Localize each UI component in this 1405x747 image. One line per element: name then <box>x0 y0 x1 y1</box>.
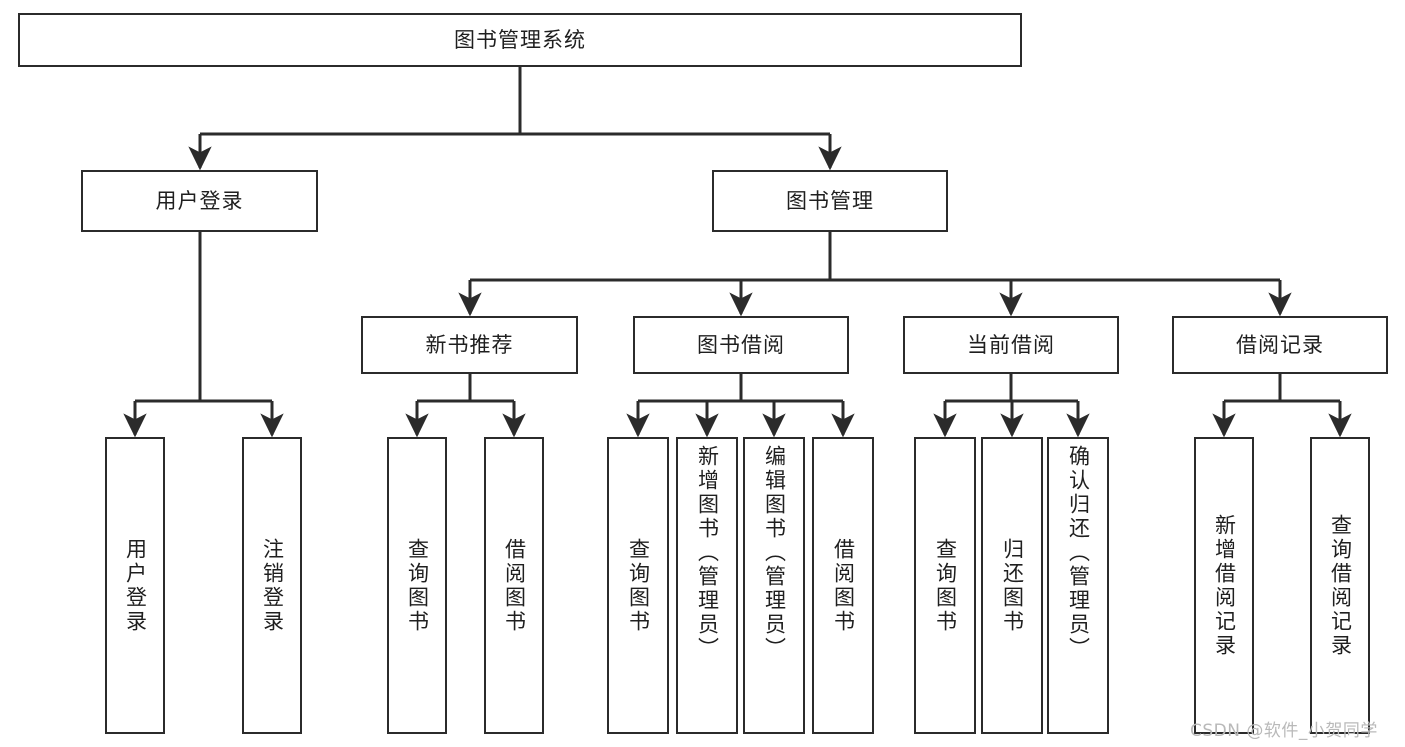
node-label: 当前借阅 <box>967 332 1055 357</box>
node-newbook[interactable]: 新书推荐 <box>361 316 578 374</box>
node-l-confirm[interactable]: 确认归还（管理员） <box>1047 437 1109 734</box>
node-label: 编辑图书（管理员） <box>762 445 787 661</box>
node-label: 查询借阅记录 <box>1328 513 1353 658</box>
node-label: 确认归还（管理员） <box>1066 445 1091 661</box>
node-label: 借阅图书 <box>502 537 527 634</box>
node-borrow[interactable]: 图书借阅 <box>633 316 849 374</box>
node-l-add[interactable]: 新增图书（管理员） <box>676 437 738 734</box>
node-label: 借阅记录 <box>1236 332 1324 357</box>
node-label: 新增借阅记录 <box>1212 513 1237 658</box>
node-label: 新增图书（管理员） <box>695 445 720 661</box>
node-l-query2[interactable]: 查询图书 <box>607 437 669 734</box>
node-label: 用户登录 <box>155 188 244 213</box>
node-records[interactable]: 借阅记录 <box>1172 316 1388 374</box>
node-label: 新书推荐 <box>425 332 514 357</box>
node-l-queryrec[interactable]: 查询借阅记录 <box>1310 437 1370 734</box>
node-l-query3[interactable]: 查询图书 <box>914 437 976 734</box>
node-l-borrow1[interactable]: 借阅图书 <box>484 437 544 734</box>
node-l-logout[interactable]: 注销登录 <box>242 437 302 734</box>
node-label: 归还图书 <box>1000 537 1025 634</box>
node-login[interactable]: 用户登录 <box>81 170 318 232</box>
node-label: 注销登录 <box>260 537 285 634</box>
node-label: 查询图书 <box>626 537 651 634</box>
edges <box>123 67 1352 438</box>
node-current[interactable]: 当前借阅 <box>903 316 1119 374</box>
node-l-query1[interactable]: 查询图书 <box>387 437 447 734</box>
node-bookmgmt[interactable]: 图书管理 <box>712 170 948 232</box>
watermark: CSDN @软件_小贺同学 <box>1190 721 1378 741</box>
node-label: 图书管理系统 <box>454 27 586 52</box>
node-label: 图书借阅 <box>697 332 785 357</box>
node-l-borrow2[interactable]: 借阅图书 <box>812 437 874 734</box>
node-l-return[interactable]: 归还图书 <box>981 437 1043 734</box>
node-l-edit[interactable]: 编辑图书（管理员） <box>743 437 805 734</box>
node-label: 查询图书 <box>405 537 430 634</box>
node-l-addrec[interactable]: 新增借阅记录 <box>1194 437 1254 734</box>
node-root[interactable]: 图书管理系统 <box>18 13 1022 67</box>
node-l-login[interactable]: 用户登录 <box>105 437 165 734</box>
node-label: 图书管理 <box>786 188 874 213</box>
node-label: 用户登录 <box>123 537 148 634</box>
node-label: 查询图书 <box>933 537 958 634</box>
node-label: 借阅图书 <box>831 537 856 634</box>
